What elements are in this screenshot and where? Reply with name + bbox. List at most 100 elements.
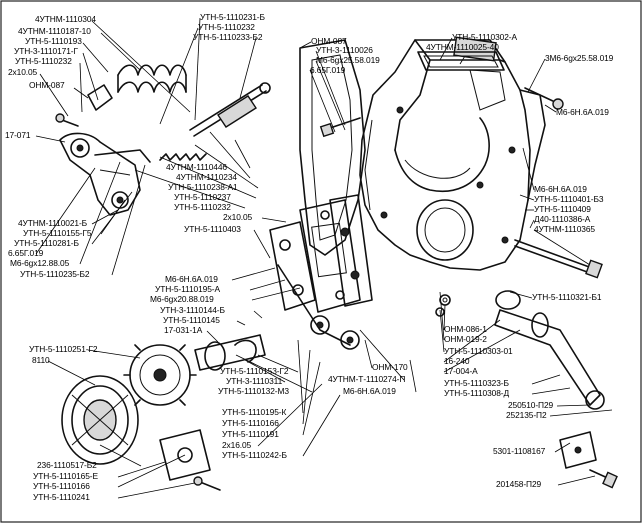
- label-onm-087-a: ОНМ-087: [29, 80, 65, 90]
- shaft-utn-5-1110308: [494, 290, 605, 410]
- bolt-m6-top: [319, 117, 361, 138]
- bolt-m6-right-top: [524, 87, 564, 110]
- label-utn-5-1110242-b: УТН-5-1110242-Б: [222, 450, 287, 460]
- bracket-utn-5-1110165: [159, 429, 211, 481]
- label-utn-5-1110238-a1: УТН-5-1110238-А1: [168, 182, 238, 192]
- label-utn-5-1110165-e: УТН-5-1110165-Е: [33, 471, 98, 481]
- label-2x10-05-a: 2х10.05: [8, 67, 38, 77]
- label-2x10-05-b: 2х10.05: [223, 212, 253, 222]
- label-utn-5-1110232-b: УТН-5-1110232: [198, 22, 255, 32]
- bolt-201458-p29: [589, 469, 618, 489]
- label-utn-3-1110026: УТН-3-1110026: [316, 45, 373, 55]
- label-utn-5-1110281-b: УТН-5-1110281-Б: [14, 238, 79, 248]
- label-utn-3-1110171-g: УТН-3-1110171-Г: [14, 46, 78, 56]
- label-m6-6gx20-88-019: М6-6gх20.88.019: [150, 294, 214, 304]
- label-utn-5-1110231-b: УТН-5-1110231-Б: [200, 12, 265, 22]
- spring-4utnm-1110187: [117, 64, 187, 93]
- screw-m6-left: [55, 113, 79, 127]
- label-utn-5-1110191: УТН-5-1110191: [222, 429, 279, 439]
- label-onm-087-b: ОНМ-087: [311, 36, 347, 46]
- label-utn-3-1110144-b: УТН-3-1110144-Б: [160, 305, 225, 315]
- label-4utnm-1110446: 4УТНМ-1110446: [166, 162, 227, 172]
- label-utn-5-1110155-g5: УТН-5-1110155-Г5: [23, 228, 92, 238]
- label-6-65g-019-a: 6.65Г.019: [310, 65, 346, 75]
- label-17-031-1a: 17-031-1А: [164, 325, 203, 335]
- label-m6-6n-6a-019-a: М6-6Н.6А.019: [556, 107, 609, 117]
- label-onm-019-2: ОНМ-019-2: [444, 334, 487, 344]
- label-utn-5-1110323-b: УТН-5-1110323-Б: [444, 378, 509, 388]
- label-m6-6gx12-88-05: М6-6gх12.88.05: [10, 258, 70, 268]
- label-252135-p2: 252135-П2: [506, 410, 547, 420]
- label-utn-5-1110145: УТН-5-1110145: [163, 315, 220, 325]
- label-utn-5-1110241: УТН-5-1110241: [33, 492, 90, 502]
- label-4utnm-1110187-10: 4УТНМ-1110187-10: [18, 26, 91, 36]
- label-utn-3-1110311: УТН-3-1110311: [226, 376, 283, 386]
- label-onm-086-1: ОНМ-086-1: [444, 324, 487, 334]
- label-16-240: 16-240: [444, 356, 470, 366]
- label-8110: 8110: [32, 355, 50, 365]
- label-4utnm-t-1110274-p: 4УТНМ-Т-1110274-П: [328, 374, 406, 384]
- label-250510-p29: 250510-П29: [508, 400, 554, 410]
- label-utn-5-1110302-a: УТН-5-1110302-А: [452, 32, 517, 42]
- label-utn-5-1110195-a: УТН-5-1110195-А: [155, 284, 220, 294]
- gasket-utn-3-1110026: [299, 39, 366, 256]
- label-17-004-a: 17-004-А: [444, 366, 478, 376]
- label-utn-5-1110166-a: УТН-5-1110166: [222, 418, 279, 428]
- label-onm-170: ОНМ-170: [372, 362, 408, 372]
- label-3m6-6gx25-58-019: 3М6-6gх25.58.019: [545, 53, 614, 63]
- label-201458-p29: 201458-П29: [496, 479, 542, 489]
- spring-utn-5-1110237: [159, 153, 207, 161]
- label-17-071: 17-071: [5, 130, 31, 140]
- label-m6-6gx25-58-019-a: М6-6gх25.58.019: [316, 55, 380, 65]
- label-m6-6n-6a-019-b: М6-6Н.6А.019: [165, 274, 218, 284]
- label-m6-6n-6a-019-d: М6-6Н.6А.019: [343, 386, 396, 396]
- housing-4utnm-1110025: [359, 36, 546, 271]
- shaft-utn-5-1110132: [194, 334, 266, 371]
- label-utn-5-1110303-01: УТН-5-1110303-01: [444, 346, 513, 356]
- label-utn-5-1110232-c: УТН-5-1110232: [174, 202, 231, 212]
- bracket-utn-3-1110171: [87, 84, 113, 111]
- label-utn-5-1110409: УТН-5-1110409: [534, 204, 591, 214]
- label-utn-5-1110166-b: УТН-5-1110166: [33, 481, 90, 491]
- label-6-65g-019-b: 6.65Г.019: [8, 248, 44, 258]
- label-4utnm-1110304: 4УТНМ-1110304: [35, 14, 96, 24]
- label-utn-5-1110251-g2: УТН-5-1110251-Г2: [29, 344, 98, 354]
- rod-utn-5-1110231: [189, 82, 271, 137]
- label-d40-1110386-a: Д40-1110386-А: [534, 214, 591, 224]
- washer-16-240: [435, 307, 445, 317]
- label-utn-5-1110232-a: УТН-5-1110232: [15, 56, 72, 66]
- label-5301-1108167: 5301-1108167: [493, 446, 546, 456]
- label-4utnm-1110234: 4УТНМ-1110234: [176, 172, 237, 182]
- label-236-1110517-b2: 236-1110517-Б2: [37, 460, 97, 470]
- lever-4utnm-1110021: [59, 132, 151, 216]
- plate-5301-1108167: [559, 431, 597, 469]
- washer-onm-086: [439, 294, 451, 306]
- leader-lines: [35, 17, 613, 499]
- plate-utn-5-1110281: [299, 199, 361, 313]
- label-utn-5-1110153-g2: УТН-5-1110153-Г2: [220, 366, 289, 376]
- label-utn-5-1110195-k: УТН-5-1110195-К: [222, 407, 287, 417]
- label-2x16-05: 2х16.05: [222, 440, 252, 450]
- disc-utn-5-1110251: [61, 375, 139, 465]
- label-4utnm-1110025-40: 4УТНМ-1110025-40: [426, 42, 499, 52]
- label-utn-5-1110403: УТН-5-1110403: [184, 224, 241, 234]
- label-utn-5-1110193: УТН-5-1110193: [25, 36, 82, 46]
- plate-utn-5-1110401: [329, 194, 373, 307]
- gear-utn-5-1110153: [123, 344, 197, 406]
- bolt-utn-5-1110241: [193, 476, 221, 491]
- label-utn-5-1110401-b3: УТН-5-1110401-Б3: [534, 194, 604, 204]
- cover-plate-utn-5-1110302: [417, 51, 505, 71]
- label-utn-5-1110308-d: УТН-5-1110308-Д: [444, 388, 510, 398]
- label-utn-5-1110233-b2: УТН-5-1110233-Б2: [193, 32, 263, 42]
- label-utn-5-1110132-m3: УТН-5-1110132-М3: [218, 386, 289, 396]
- label-utn-5-1110235-b2: УТН-5-1110235-Б2: [20, 269, 90, 279]
- link-ushki: [277, 264, 360, 350]
- label-m6-6n-6a-019-c: М6-6Н.6А.019: [534, 184, 587, 194]
- label-utn-5-1110321-b1: УТН-5-1110321-Б1: [532, 292, 602, 302]
- label-utn-5-1110237: УТН-5-1110237: [174, 192, 231, 202]
- label-4utnm-1110365: 4УТНМ-1110365: [534, 224, 595, 234]
- long-bolt-4utnm-1110365: [514, 239, 603, 279]
